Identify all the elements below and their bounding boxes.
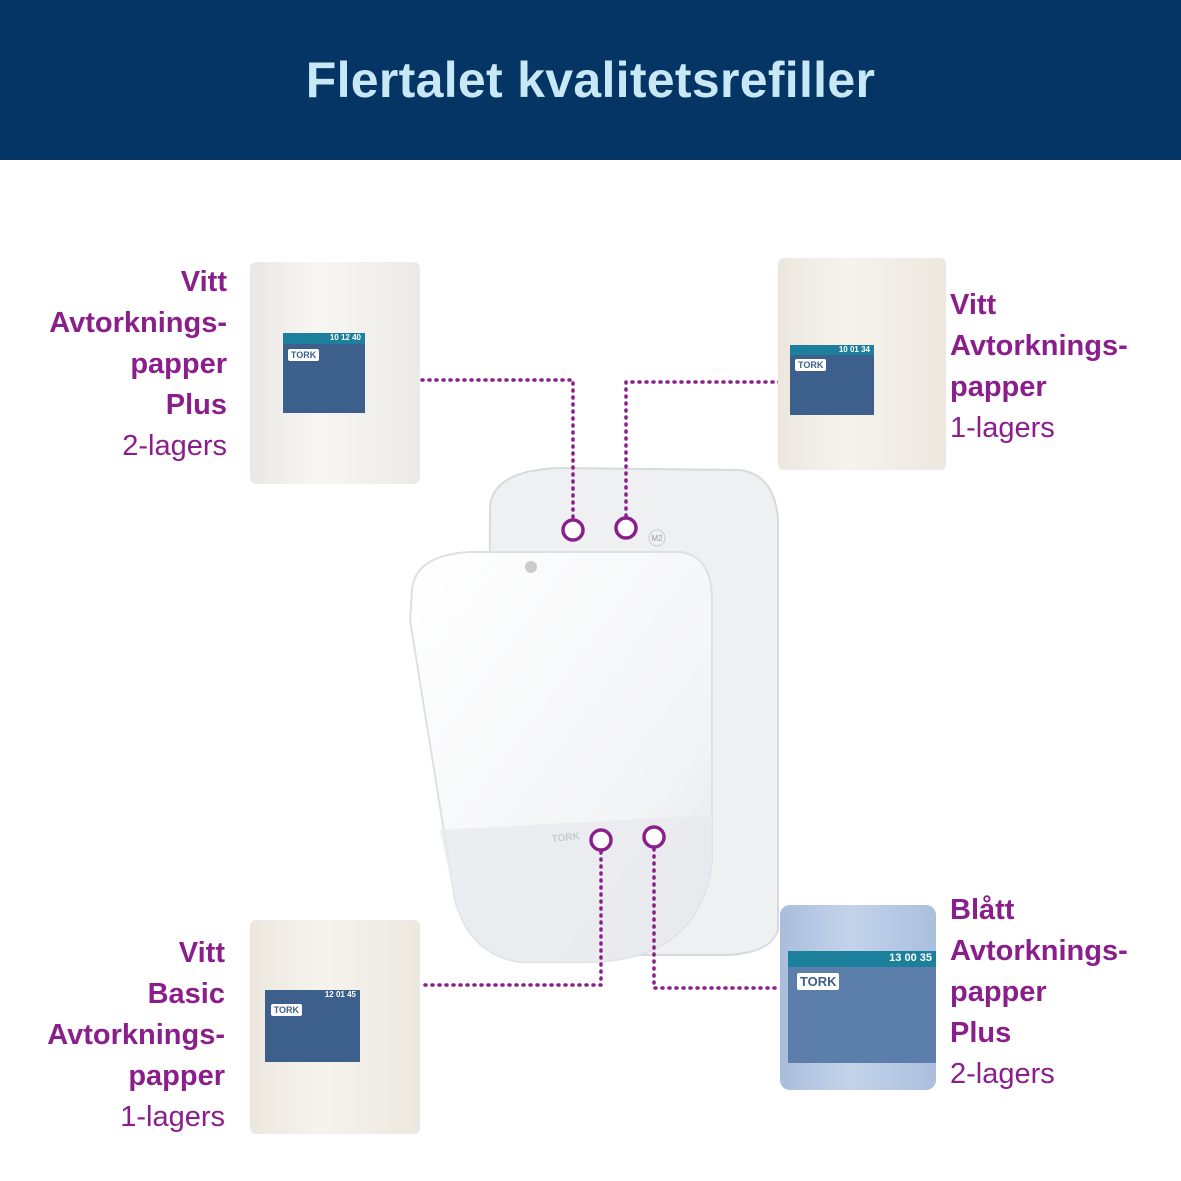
dispenser-logo: TORK (551, 831, 581, 845)
label-line: Avtorknings- (950, 935, 1128, 967)
product-label-1: Vitt Avtorknings- papper Plus 2-lagers (49, 262, 227, 467)
label-line: Blått (950, 894, 1015, 926)
size-mark-text: M2 (651, 534, 663, 543)
label-line: Vitt (950, 289, 997, 321)
tork-logo: TORK (287, 349, 320, 361)
label-line: papper (130, 348, 227, 380)
label-line: Avtorknings- (950, 330, 1128, 362)
product-roll-3: 12 01 45 TORK (250, 920, 420, 1134)
tork-logo: TORK (795, 359, 827, 371)
label-line: Basic (147, 978, 225, 1010)
ply-label: 1-lagers (120, 1101, 225, 1133)
product-label-3: Vitt Basic Avtorknings- papper 1-lagers (47, 933, 225, 1138)
page-title: Flertalet kvalitetsrefiller (305, 52, 876, 108)
product-code: 13 00 35 (788, 951, 936, 967)
connector-lines (420, 378, 782, 990)
product-code: 10 01 34 (790, 345, 874, 355)
tork-logo: TORK (796, 973, 840, 991)
product-roll-4: 13 00 35 TORK (780, 905, 936, 1090)
ply-label: 2-lagers (950, 1058, 1055, 1090)
label-line: papper (128, 1060, 225, 1092)
label-line: Plus (165, 389, 227, 421)
ply-label: 1-lagers (950, 412, 1055, 444)
header-banner: Flertalet kvalitetsrefiller (0, 0, 1181, 160)
label-line: papper (950, 976, 1047, 1008)
product-code: 10 12 40 (283, 333, 365, 345)
label-line: Vitt (180, 266, 227, 298)
label-line: Vitt (178, 937, 225, 969)
product-label-4: Blått Avtorknings- papper Plus 2-lagers (950, 890, 1128, 1095)
tork-logo: TORK (270, 1004, 303, 1017)
ply-label: 2-lagers (122, 430, 227, 462)
product-roll-2: 10 01 34 TORK (778, 258, 946, 470)
product-label-2: Vitt Avtorknings- papper 1-lagers (950, 285, 1128, 449)
connector-points (561, 516, 666, 852)
product-code: 12 01 45 (265, 990, 360, 1001)
lock-icon (525, 561, 537, 573)
product-roll-1: 10 12 40 TORK (250, 262, 420, 484)
label-line: Avtorknings- (47, 1019, 225, 1051)
size-mark (648, 529, 666, 547)
label-line: papper (950, 371, 1047, 403)
label-line: Avtorknings- (49, 307, 227, 339)
label-line: Plus (950, 1017, 1012, 1049)
